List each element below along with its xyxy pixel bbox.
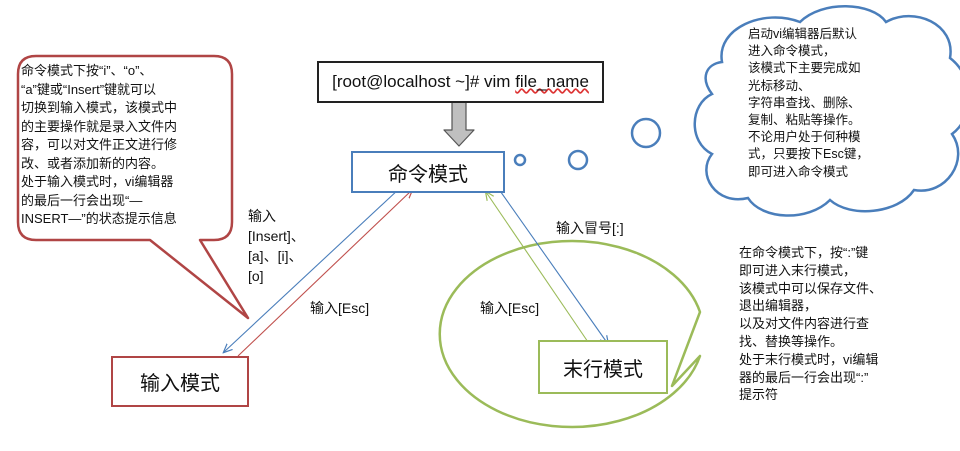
arrow-command-to-insert: [224, 187, 401, 352]
to-lastline-label: 输入冒号[:]: [556, 220, 624, 236]
command-mode-label: 命令模式: [388, 163, 468, 186]
insert-to-command-label: 输入[Esc]: [310, 300, 370, 316]
lastline-callout-bubble: [438, 239, 702, 429]
lastline-mode-label: 末行模式: [563, 358, 643, 381]
command-prompt: [root@localhost ~]# vim: [332, 72, 516, 91]
arrow-insert-to-command: [237, 190, 412, 357]
start-arrow: [443, 101, 475, 147]
insert-mode-box: 输入模式: [111, 356, 249, 407]
command-line-box: [root@localhost ~]# vim file_name: [317, 61, 604, 103]
to-insert-label: 输入 [Insert]、 [a]、[i]、 [o]: [248, 208, 305, 284]
command-callout-text: 启动vi编辑器后默认 进入命令模式， 该模式下主要完成如 光标移动、 字符串查找…: [748, 27, 869, 179]
arrow-command-to-lastline: [497, 187, 608, 344]
lastline-callout-text: 在命令模式下，按“:”键 即可进入末行模式， 该模式中可以保存文件、 退出编辑器…: [739, 245, 883, 403]
insert-mode-label: 输入模式: [140, 373, 220, 395]
command-filename: file_name: [515, 72, 589, 91]
lastline-mode-box: 末行模式: [538, 340, 668, 394]
command-mode-box: 命令模式: [351, 151, 505, 193]
arrow-lastline-to-command: [486, 192, 589, 343]
insert-callout-bubble: [16, 54, 250, 320]
lastline-to-command-label: 输入[Esc]: [480, 300, 540, 316]
insert-callout-text: 命令模式下按“i”、“o”、 “a”键或“Insert”键就可以 切换到输入模式…: [21, 63, 178, 226]
command-callout-cloud: [513, 5, 960, 217]
